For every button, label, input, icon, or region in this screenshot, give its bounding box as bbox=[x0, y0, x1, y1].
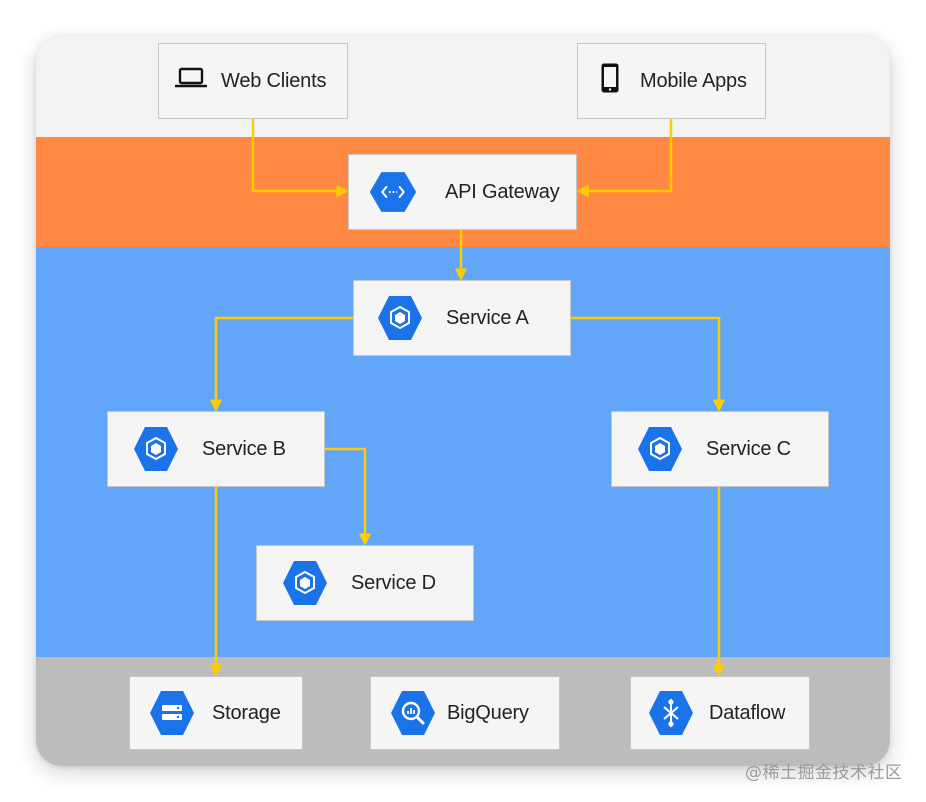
bigquery-icon bbox=[389, 689, 437, 737]
watermark: @稀土掘金技术社区 bbox=[745, 763, 903, 783]
node-web-clients: Web Clients bbox=[158, 43, 348, 119]
edge-web-clients-to-api-gateway bbox=[251, 119, 349, 198]
storage-icon bbox=[148, 689, 196, 737]
node-bigquery: BigQuery bbox=[370, 676, 560, 750]
kubernetes-engine-icon bbox=[376, 294, 424, 342]
node-label: Service C bbox=[706, 437, 791, 460]
kubernetes-engine-icon bbox=[636, 425, 684, 473]
edge-service-b-to-service-d bbox=[325, 447, 372, 546]
kubernetes-engine-icon bbox=[281, 559, 329, 607]
edge-service-a-to-service-c bbox=[571, 316, 726, 412]
laptop-icon bbox=[174, 66, 208, 96]
node-label: Service A bbox=[446, 306, 529, 329]
node-service-b: Service B bbox=[107, 411, 325, 487]
node-label: Web Clients bbox=[221, 69, 327, 92]
node-service-a: Service A bbox=[353, 280, 571, 356]
node-service-d: Service D bbox=[256, 545, 474, 621]
edge-service-a-to-service-b bbox=[209, 316, 353, 412]
edge-mobile-apps-to-api-gateway bbox=[576, 119, 673, 198]
node-service-c: Service C bbox=[611, 411, 829, 487]
node-storage: Storage bbox=[129, 676, 303, 750]
node-api-gateway: API Gateway bbox=[348, 154, 577, 230]
kubernetes-engine-icon bbox=[132, 425, 180, 473]
node-label: Service D bbox=[351, 571, 436, 594]
node-label: Dataflow bbox=[709, 701, 786, 724]
node-dataflow: Dataflow bbox=[630, 676, 810, 750]
smartphone-icon bbox=[600, 62, 620, 100]
node-label: Mobile Apps bbox=[640, 69, 747, 92]
dataflow-icon bbox=[647, 689, 695, 737]
node-mobile-apps: Mobile Apps bbox=[577, 43, 766, 119]
node-label: Storage bbox=[212, 701, 281, 724]
architecture-diagram: Web Clients Mobile Apps API Gateway bbox=[36, 36, 890, 766]
node-label: BigQuery bbox=[447, 701, 529, 724]
node-label: API Gateway bbox=[445, 180, 560, 203]
node-label: Service B bbox=[202, 437, 286, 460]
connector-lines bbox=[209, 119, 726, 677]
api-gateway-icon bbox=[369, 168, 417, 216]
